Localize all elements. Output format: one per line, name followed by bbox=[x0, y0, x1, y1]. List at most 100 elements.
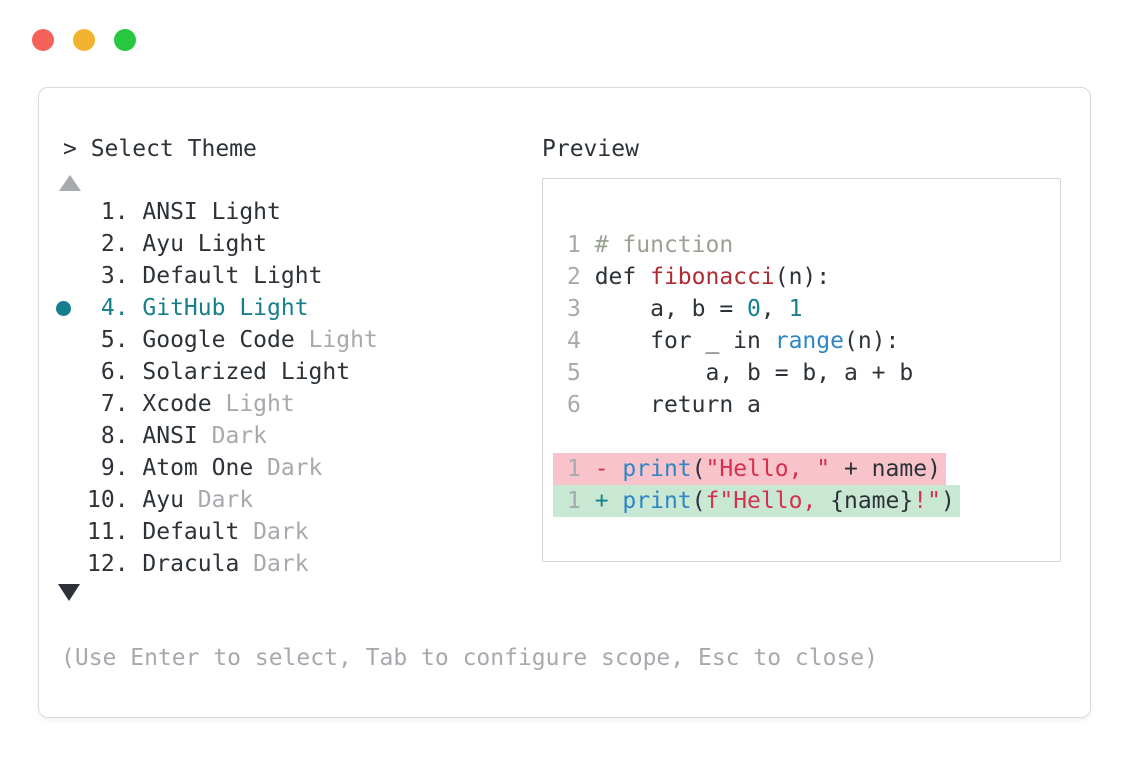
theme-item-name: Dracula bbox=[142, 551, 240, 577]
code-token: a, b = bbox=[594, 296, 748, 322]
selected-bullet-icon bbox=[56, 300, 71, 316]
minimize-button-icon[interactable] bbox=[73, 29, 95, 51]
code-token: , bbox=[760, 296, 789, 322]
theme-item-variant: Dark bbox=[183, 487, 254, 513]
theme-item-variant: Light bbox=[239, 263, 323, 289]
theme-list-item[interactable]: 1. ANSI Light bbox=[87, 196, 378, 228]
theme-item-variant: Light bbox=[197, 199, 281, 225]
close-button-icon[interactable] bbox=[32, 29, 54, 51]
code-token: fibonacci bbox=[650, 264, 775, 290]
code-token: 0 bbox=[747, 296, 761, 322]
theme-list-item[interactable]: 4. GitHub Light bbox=[56, 292, 378, 324]
window-controls bbox=[32, 29, 136, 51]
code-token: for _ in bbox=[594, 328, 775, 354]
theme-item-name: ANSI bbox=[142, 423, 198, 449]
theme-item-name: Solarized bbox=[142, 359, 268, 385]
diff-line-added: 1 + print(f"Hello, {name}!") bbox=[553, 485, 960, 517]
theme-item-variant: Dark bbox=[197, 423, 268, 449]
code-token: (n): bbox=[774, 264, 831, 290]
theme-item-name: Default bbox=[142, 519, 240, 545]
theme-item-variant: Light bbox=[267, 359, 351, 385]
code-line: 1 - print("Hello, " + name) bbox=[553, 453, 1060, 485]
scroll-up-arrow-icon[interactable] bbox=[59, 175, 81, 191]
code-token: print bbox=[622, 456, 692, 482]
theme-list-item[interactable]: 2. Ayu Light bbox=[87, 228, 378, 260]
theme-item-name: Xcode bbox=[142, 391, 212, 417]
diff-line-removed: 1 - print("Hello, " + name) bbox=[553, 453, 946, 485]
code-token: - bbox=[594, 456, 623, 482]
code-token: print bbox=[622, 488, 692, 514]
theme-list-item[interactable]: 9. Atom One Dark bbox=[87, 452, 378, 484]
theme-item-number: 6. bbox=[87, 359, 143, 385]
code-token: range bbox=[774, 328, 844, 354]
theme-item-number: 12. bbox=[87, 551, 143, 577]
theme-item-name: ANSI bbox=[142, 199, 198, 225]
keyboard-hint-text: (Use Enter to select, Tab to configure s… bbox=[61, 645, 878, 671]
theme-item-number: 3. bbox=[87, 263, 143, 289]
theme-item-number: 11. bbox=[87, 519, 143, 545]
theme-item-variant: Dark bbox=[239, 551, 309, 577]
theme-item-number: 2. bbox=[87, 231, 143, 257]
code-token: "Hello, " bbox=[705, 456, 831, 482]
theme-item-number: 7. bbox=[87, 391, 143, 417]
code-token: !" bbox=[913, 488, 941, 514]
code-line bbox=[567, 421, 1060, 453]
theme-item-variant: Light bbox=[211, 391, 295, 417]
line-number: 1 bbox=[567, 456, 595, 482]
theme-item-name: GitHub bbox=[142, 295, 226, 321]
line-number: 6 bbox=[567, 392, 595, 418]
code-line: 2 def fibonacci(n): bbox=[567, 261, 1060, 293]
code-token: # function bbox=[594, 232, 734, 258]
theme-list-item[interactable]: 5. Google Code Light bbox=[87, 324, 378, 356]
theme-item-number: 8. bbox=[87, 423, 143, 449]
theme-selector-panel: > Select Theme 1. ANSI Light 2. Ayu Ligh… bbox=[38, 87, 1091, 718]
theme-list-item[interactable]: 8. ANSI Dark bbox=[87, 420, 378, 452]
theme-item-name: Google Code bbox=[142, 327, 295, 353]
zoom-button-icon[interactable] bbox=[114, 29, 136, 51]
line-number: 5 bbox=[567, 360, 595, 386]
code-line: 1 # function bbox=[567, 229, 1060, 261]
select-theme-prompt: > Select Theme bbox=[63, 136, 257, 162]
theme-item-variant: Dark bbox=[253, 455, 323, 481]
theme-item-number: 1. bbox=[87, 199, 143, 225]
theme-item-name: Ayu bbox=[142, 487, 184, 513]
code-token: (n): bbox=[843, 328, 900, 354]
code-token: + name) bbox=[830, 456, 941, 482]
preview-label: Preview bbox=[542, 136, 639, 162]
code-token: ( bbox=[691, 456, 706, 482]
code-token: def bbox=[594, 264, 651, 290]
line-number: 1 bbox=[567, 488, 595, 514]
scroll-down-arrow-icon[interactable] bbox=[58, 584, 80, 601]
theme-list-item[interactable]: 3. Default Light bbox=[87, 260, 378, 292]
code-token: ( bbox=[691, 488, 706, 514]
theme-item-number: 9. bbox=[87, 455, 143, 481]
theme-list-item[interactable]: 11. Default Dark bbox=[87, 516, 378, 548]
code-token: ) bbox=[940, 488, 955, 514]
theme-list-item[interactable]: 7. Xcode Light bbox=[87, 388, 378, 420]
code-line: 1 + print(f"Hello, {name}!") bbox=[553, 485, 1060, 517]
code-token: {name} bbox=[830, 488, 914, 514]
line-number: 2 bbox=[567, 264, 595, 290]
line-number: 3 bbox=[567, 296, 595, 322]
code-token: + bbox=[594, 488, 623, 514]
code-line: 5 a, b = b, a + b bbox=[567, 357, 1060, 389]
theme-item-variant: Light bbox=[294, 327, 378, 353]
theme-list-item[interactable]: 12. Dracula Dark bbox=[87, 548, 378, 580]
theme-item-number: 5. bbox=[87, 327, 143, 353]
theme-list: 1. ANSI Light 2. Ayu Light 3. Default Li… bbox=[56, 196, 378, 580]
theme-item-number: 4. bbox=[87, 295, 143, 321]
theme-item-variant: Dark bbox=[239, 519, 309, 545]
code-line: 6 return a bbox=[567, 389, 1060, 421]
code-line: 3 a, b = 0, 1 bbox=[567, 293, 1060, 325]
theme-list-item[interactable]: 10. Ayu Dark bbox=[87, 484, 378, 516]
theme-item-name: Ayu bbox=[142, 231, 184, 257]
theme-item-variant: Light bbox=[225, 295, 309, 321]
theme-item-variant: Light bbox=[183, 231, 268, 257]
theme-list-item[interactable]: 6. Solarized Light bbox=[87, 356, 378, 388]
code-line: 4 for _ in range(n): bbox=[567, 325, 1060, 357]
line-number: 4 bbox=[567, 328, 595, 354]
code-token: return a bbox=[594, 392, 761, 418]
code-token: 1 bbox=[788, 296, 803, 322]
theme-item-name: Atom One bbox=[142, 455, 254, 481]
line-number: 1 bbox=[567, 232, 595, 258]
